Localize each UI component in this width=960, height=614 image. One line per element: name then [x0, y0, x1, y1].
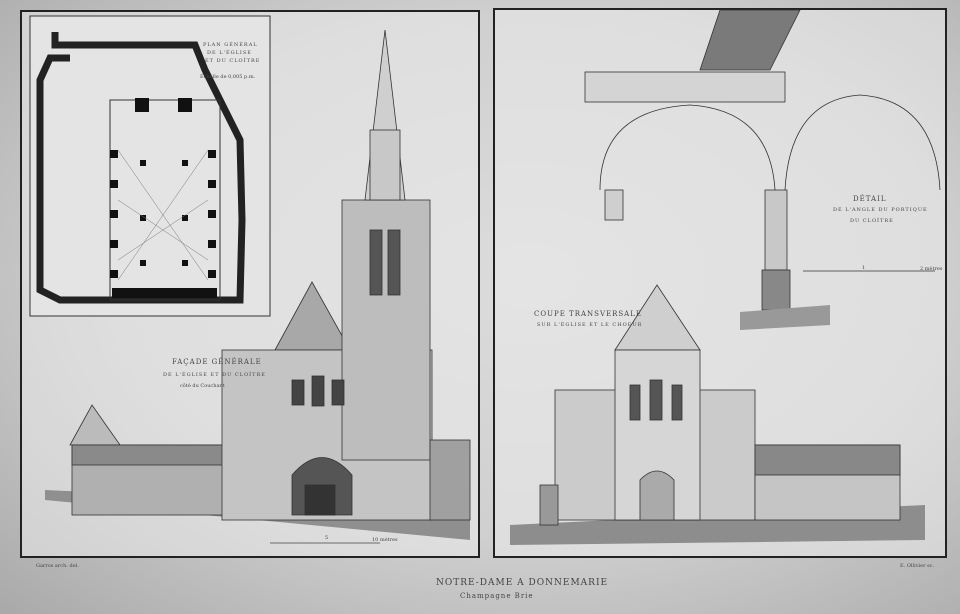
facade-scale-mid: 5 — [325, 535, 330, 541]
facade-drawing — [45, 29, 471, 544]
facade-line-2: DE L'ÉGLISE ET DU CLOÎTRE — [163, 372, 266, 378]
section-drawing — [510, 284, 925, 545]
plan-scale: Échelle de 0,005 p.m. — [200, 74, 256, 80]
credit-left: Garros arch. del. — [36, 563, 79, 569]
plan-drawing — [29, 15, 271, 317]
detail-scale-end: 2 mètres — [920, 266, 943, 272]
facade-title: FAÇADE GÉNÉRALE — [172, 358, 262, 366]
detail-line-3: DU CLOÎTRE — [850, 218, 894, 224]
detail-title: DÉTAIL — [853, 195, 887, 203]
credit-right: E. Ollivier sc. — [900, 563, 935, 569]
detail-line-2: DE L'ANGLE DU PORTIQUE — [833, 207, 928, 213]
detail-drawing — [584, 9, 941, 330]
plan-title-line-2: DE L'ÉGLISE — [207, 50, 252, 56]
plan-title-line-1: PLAN GÉNÉRAL — [203, 42, 258, 48]
plate-title: NOTRE-DAME A DONNEMARIE — [436, 578, 609, 588]
section-title: COUPE TRANSVERSALE — [534, 310, 642, 318]
plan-title-line-3: ET DU CLOÎTRE — [205, 58, 261, 64]
facade-scale-end: 10 mètres — [372, 537, 398, 543]
plate-subtitle: Champagne Brie — [460, 592, 534, 600]
section-line-2: SUR L'ÉGLISE ET LE CHOEUR — [537, 322, 643, 328]
facade-line-3: côté du Couchant — [180, 383, 225, 389]
detail-scale-mid: 1 — [862, 265, 867, 271]
